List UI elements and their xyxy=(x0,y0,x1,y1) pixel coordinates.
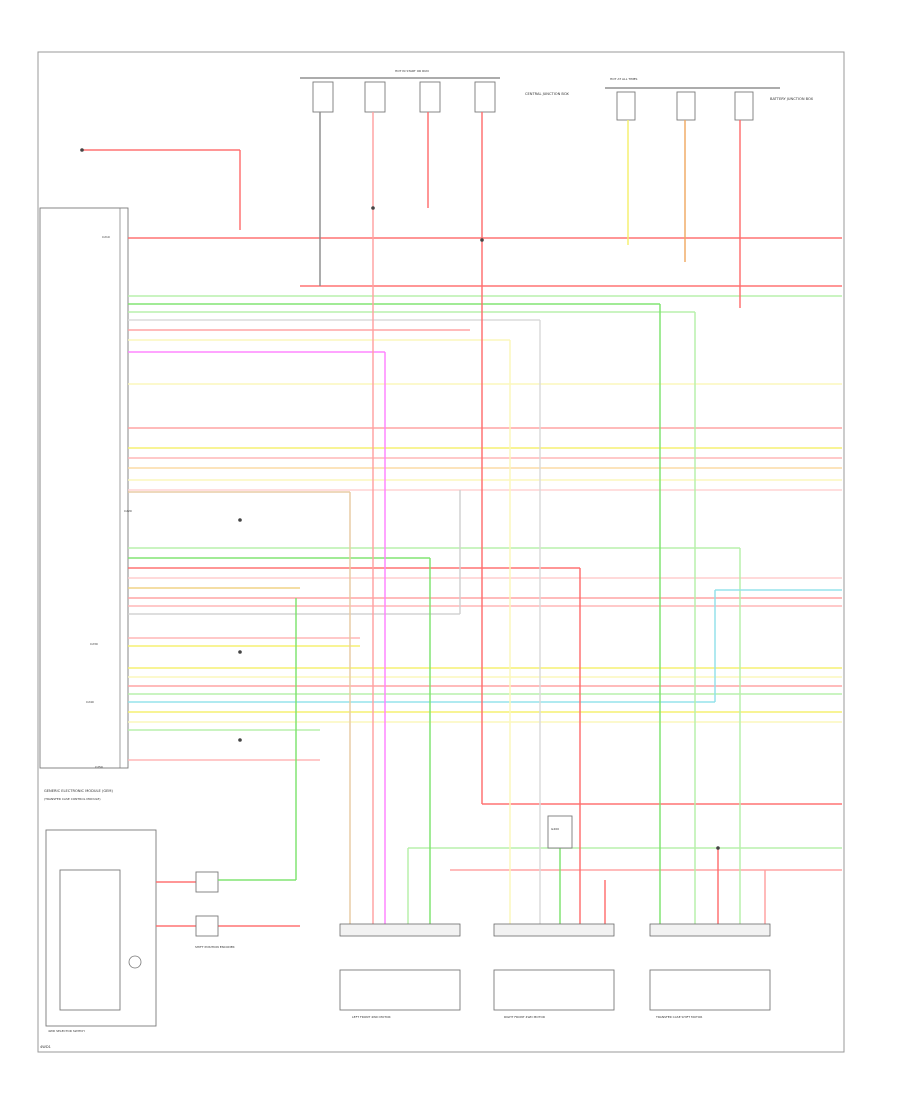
central-junction-box-label: CENTRAL JUNCTION BOX xyxy=(525,92,569,96)
battery-junction-box: BATTERY JUNCTION BOX HOT AT ALL TIMES xyxy=(605,77,814,121)
diagram-frame xyxy=(37,51,845,1053)
hot-at-all-times-label: HOT AT ALL TIMES xyxy=(610,77,638,81)
ground-symbol: G200 xyxy=(547,815,573,849)
transfer-case-motor-label: TRANSFER CASE SHIFT MOTOR xyxy=(655,1015,702,1019)
gem-sublabel: (TRANSFER CASE CONTROL MODULE) xyxy=(44,797,101,801)
left-motor-label: LEFT FRONT 4WD MOTOR xyxy=(352,1015,391,1019)
vertical-wires xyxy=(82,112,842,924)
connector-c240: C240 xyxy=(86,700,94,704)
transfer-case-motor: TRANSFER CASE SHIFT MOTOR xyxy=(649,923,771,1019)
right-front-motor: RIGHT FRONT 4WD MOTOR xyxy=(493,923,615,1019)
gem-label: GENERIC ELECTRONIC MODULE (GEM) xyxy=(44,789,113,793)
gem-module xyxy=(39,207,129,769)
selector-switch-label: 4WD SELECTOR SWITCH xyxy=(48,1029,85,1033)
ground-label: G200 xyxy=(551,827,559,831)
connector-c250: C250 xyxy=(95,765,103,769)
page-code: 4WD1 xyxy=(40,1045,51,1049)
right-motor-label: RIGHT FRONT 4WD MOTOR xyxy=(504,1015,545,1019)
left-front-motor: LEFT FRONT 4WD MOTOR xyxy=(339,923,461,1019)
splice-dots xyxy=(80,148,720,850)
hot-in-start-run-label: HOT IN START OR RUN xyxy=(395,69,429,73)
central-junction-box: CENTRAL JUNCTION BOX HOT IN START OR RUN xyxy=(300,69,569,113)
connector-c230: C230 xyxy=(90,642,98,646)
connector-c210: C210 xyxy=(102,235,110,239)
selector-switch: 4WD SELECTOR SWITCH SHIFT POSITION ENCOD… xyxy=(45,829,300,1033)
battery-junction-box-label: BATTERY JUNCTION BOX xyxy=(770,97,814,101)
gem-wires xyxy=(128,237,842,871)
shift-encoder-label: SHIFT POSITION ENCODER xyxy=(195,945,235,949)
connector-c220: C220 xyxy=(124,509,132,513)
